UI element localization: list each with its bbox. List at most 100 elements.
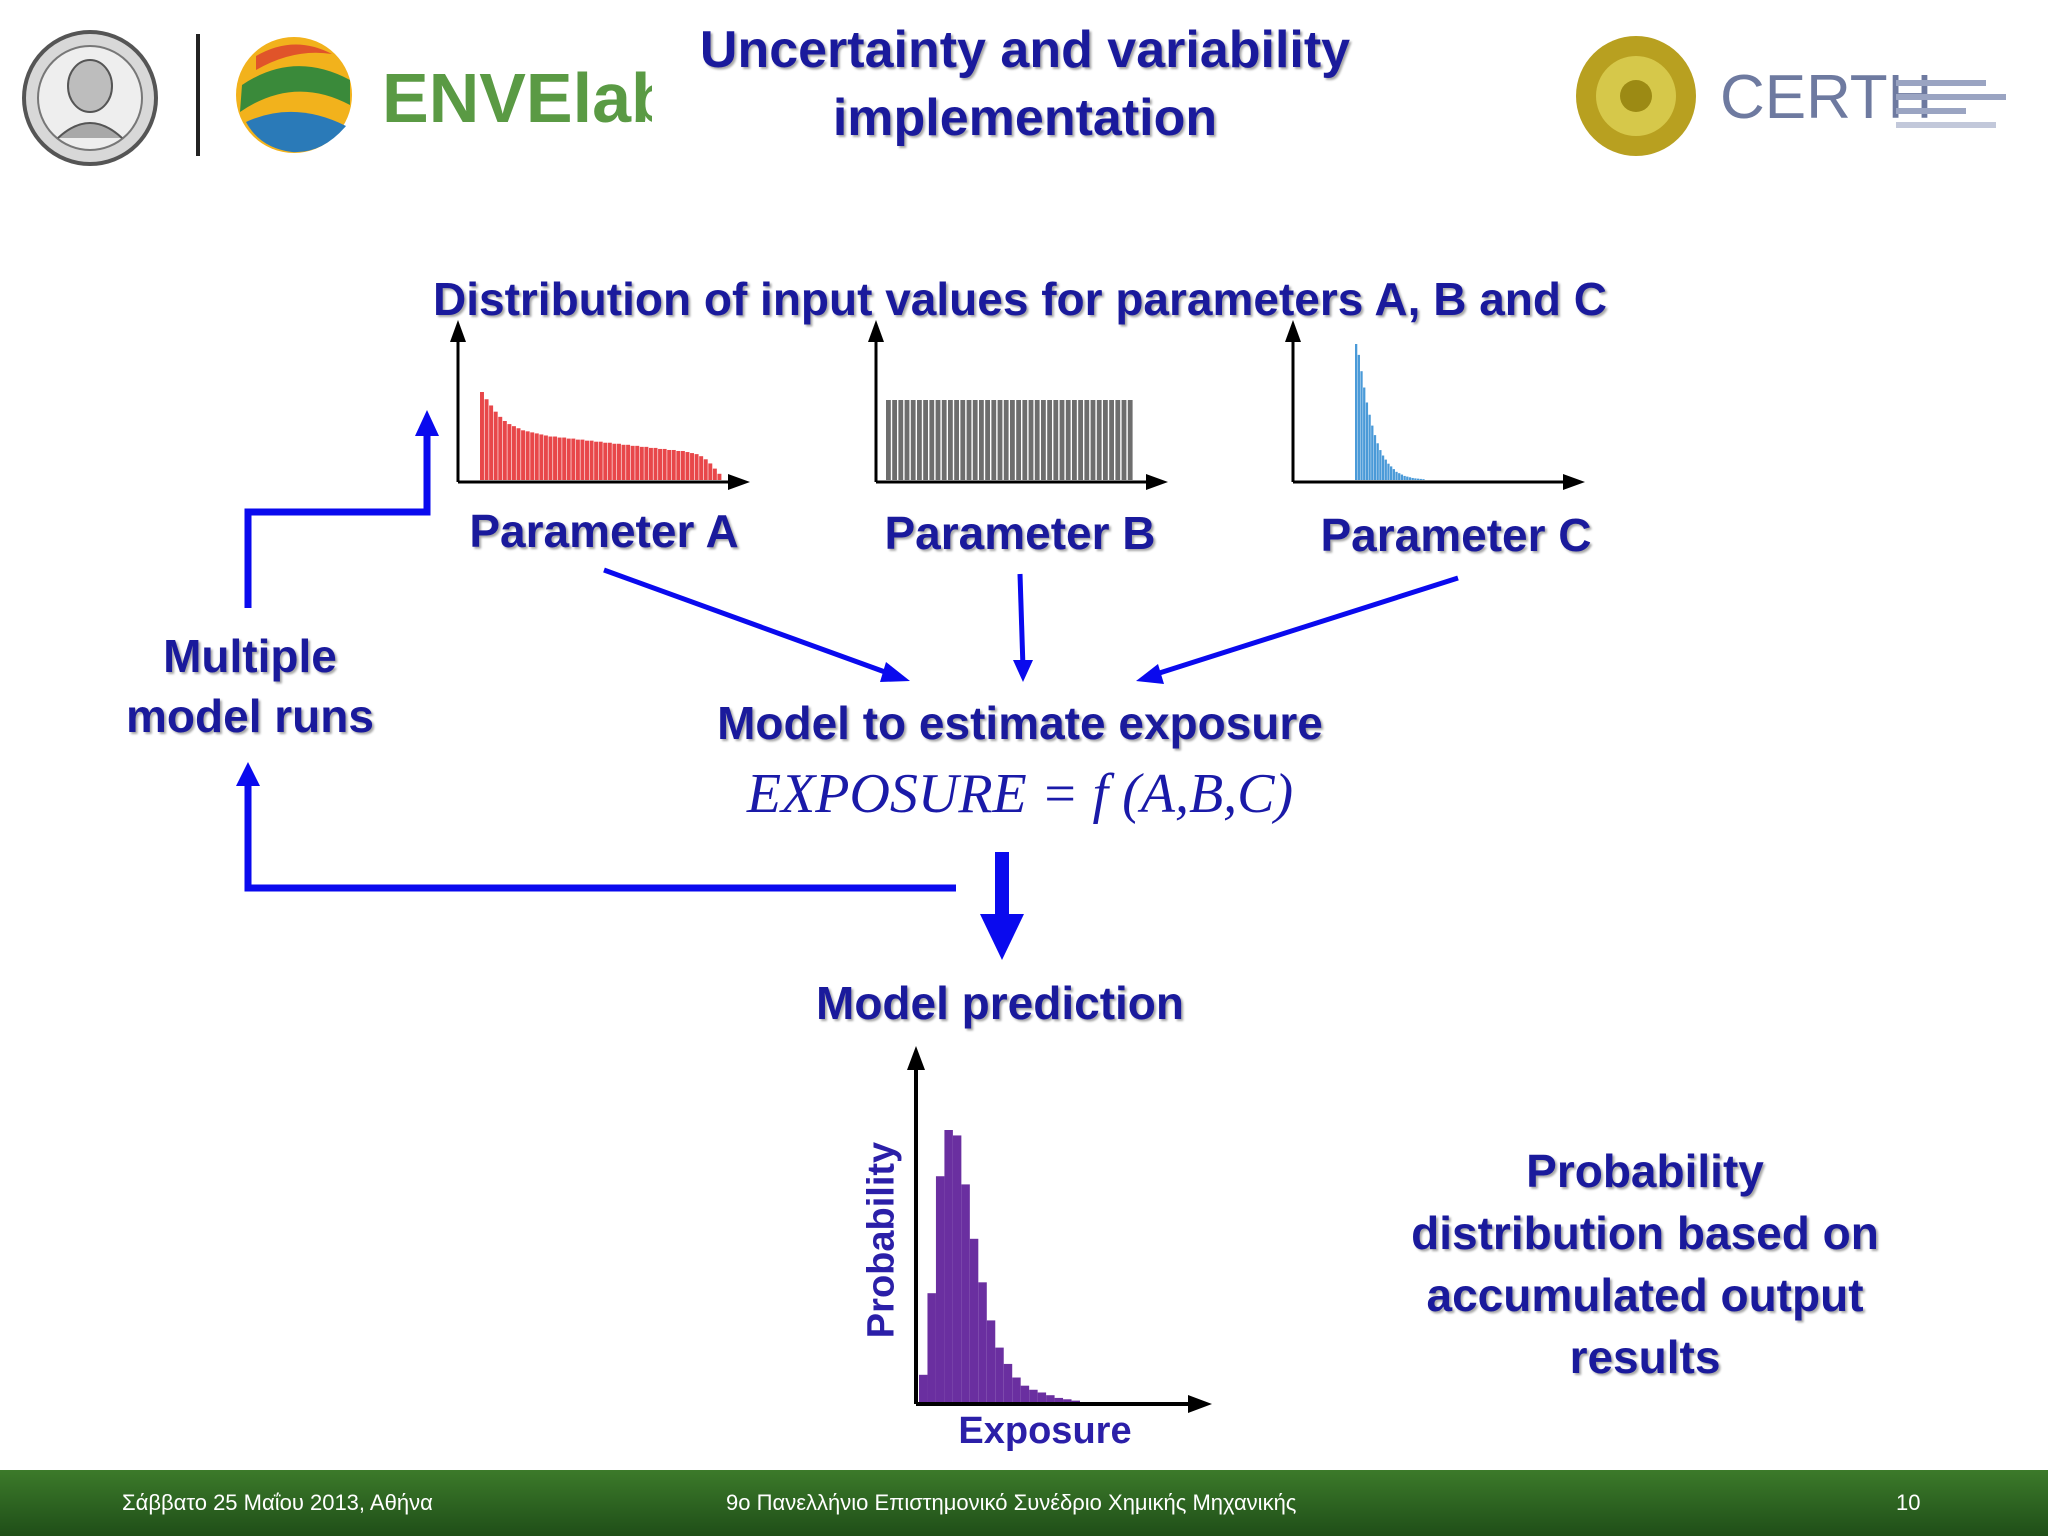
- parameter-b-bar-33: [1090, 400, 1096, 480]
- parameter-a-bar-32: [626, 444, 631, 480]
- parameter-a-bar-38: [653, 447, 658, 480]
- result-text-line-3: accumulated output: [1426, 1269, 1864, 1321]
- parameter-a-bar-8: [516, 428, 521, 480]
- diagram-canvas: [236, 320, 1585, 1413]
- result-text-line-4: results: [1569, 1331, 1721, 1383]
- parameter-a-chart: [450, 320, 750, 490]
- parameter-c-bar-10: [1381, 455, 1385, 480]
- parameter-a-bar-7: [511, 426, 516, 480]
- parameter-c-bar-14: [1392, 469, 1395, 480]
- model-to-prediction-arrow: [980, 852, 1024, 960]
- parameter-c-bar-6: [1371, 425, 1374, 480]
- parameter-b-bar-5: [917, 400, 922, 480]
- parameter-b-bar-4: [910, 400, 916, 480]
- output-bar-5: [961, 1184, 970, 1402]
- parameter-a-bar-14: [543, 435, 548, 480]
- parameter-a-bar-0: [480, 392, 484, 480]
- output-bar-0: [919, 1374, 928, 1402]
- parameter-b-bar-3: [904, 400, 910, 480]
- parameter-c-bar-23: [1416, 478, 1420, 480]
- parameter-b-bar-35: [1103, 400, 1108, 480]
- loop-lower-path: [244, 782, 956, 892]
- parameter-c-y-arrowhead: [1285, 320, 1301, 342]
- parameter-a-bar-28: [607, 442, 612, 480]
- parameter-b-bar-27: [1053, 400, 1059, 480]
- parameter-c-bar-13: [1390, 466, 1393, 480]
- parameter-c-bar-25: [1422, 479, 1425, 480]
- output-bar-3: [944, 1130, 953, 1402]
- output-bar-4: [952, 1135, 962, 1402]
- parameter-c-bar-9: [1379, 450, 1382, 480]
- output-bar-2: [935, 1176, 945, 1402]
- output-chart-x-label: Exposure: [958, 1410, 1132, 1452]
- parameter-c-bar-2: [1360, 371, 1363, 480]
- parameter-b-bar-34: [1096, 400, 1102, 480]
- parameter-b-bar-21: [1016, 400, 1021, 480]
- parameter-a-bar-36: [644, 446, 649, 480]
- parameter-a-bar-43: [676, 451, 681, 480]
- parameter-c-bar-1: [1357, 354, 1360, 480]
- footer-bar: Σάββατο 25 Μαΐου 2013, Αθήνα 9ο Πανελλήν…: [0, 1470, 2048, 1536]
- parameter-a-bar-35: [639, 446, 644, 480]
- parameter-c-bar-15: [1395, 471, 1398, 480]
- parameter-c-bar-11: [1384, 459, 1387, 480]
- arrow-a-head: [880, 662, 910, 682]
- parameter-a-bar-15: [548, 436, 553, 480]
- parameter-b-bar-10: [948, 400, 953, 480]
- parameter-c-label: Parameter C: [1320, 509, 1592, 561]
- parameter-a-bar-10: [525, 431, 530, 480]
- output-bar-13: [1029, 1389, 1038, 1402]
- parameter-a-bar-46: [690, 453, 695, 480]
- parameter-a-bar-16: [553, 436, 558, 480]
- parameter-a-bar-19: [566, 438, 571, 480]
- parameter-c-bar-22: [1414, 478, 1417, 480]
- parameter-a-bar-30: [616, 443, 621, 480]
- parameter-a-bar-29: [612, 443, 617, 480]
- parameter-b-bar-28: [1059, 400, 1065, 480]
- certh-logo: CERTH: [1576, 36, 2006, 156]
- parameter-a-bar-20: [571, 438, 576, 480]
- envelab-text: ENVElab: [382, 59, 652, 137]
- parameter-c-bar-20: [1408, 477, 1412, 480]
- parameter-a-bar-18: [562, 437, 567, 480]
- output-bar-10: [1003, 1363, 1013, 1402]
- title-line-2: implementation: [832, 89, 1218, 147]
- parameter-b-bar-23: [1028, 400, 1034, 480]
- parameter-a-bar-34: [635, 445, 640, 480]
- footer-conference: 9ο Πανελλήνιο Επιστημονικό Συνέδριο Χημι…: [726, 1490, 1297, 1515]
- slide-title: Uncertainty and variability implementati…: [560, 16, 1490, 152]
- distribution-heading: Distribution of input values for paramet…: [433, 273, 1607, 325]
- parameter-b-bar-24: [1034, 400, 1040, 480]
- parameter-a-bar-25: [594, 441, 599, 480]
- output-chart: [907, 1046, 1212, 1413]
- parameter-b-bar-8: [935, 400, 941, 480]
- parameter-b-bar-31: [1078, 400, 1083, 480]
- output-y-arrowhead: [907, 1046, 925, 1070]
- parameter-b-bar-25: [1041, 400, 1046, 480]
- parameter-c-bar-16: [1398, 473, 1401, 480]
- parameter-a-bar-5: [502, 420, 507, 480]
- parameter-b-bar-13: [966, 400, 972, 480]
- loop-upper-arrowhead: [415, 410, 439, 436]
- header-divider: [196, 34, 200, 156]
- parameter-b-bar-32: [1084, 400, 1090, 480]
- parameter-b-label: Parameter B: [884, 507, 1156, 559]
- parameter-b-bar-1: [892, 400, 897, 480]
- parameter-c-chart: [1285, 320, 1585, 490]
- parameter-c-bar-3: [1363, 387, 1366, 480]
- parameter-a-bar-33: [630, 445, 635, 480]
- input-arrows: [603, 567, 1459, 684]
- feedback-loop: [236, 410, 956, 892]
- parameter-a-bar-6: [507, 424, 512, 480]
- parameter-a-bar-52: [717, 473, 722, 480]
- parameter-a-bar-26: [598, 441, 603, 480]
- parameter-c-bar-21: [1411, 477, 1414, 480]
- multiple-model-runs-label: Multiple model runs: [110, 626, 390, 746]
- parameter-a-y-arrowhead: [450, 320, 466, 342]
- parameter-c-bar-5: [1368, 414, 1371, 480]
- parameter-b-x-arrowhead: [1146, 474, 1168, 490]
- model-prediction-label: Model prediction: [816, 977, 1184, 1029]
- parameter-b-bar-16: [985, 400, 990, 480]
- parameter-a-bar-48: [699, 456, 704, 480]
- parameter-a-bar-41: [667, 449, 672, 480]
